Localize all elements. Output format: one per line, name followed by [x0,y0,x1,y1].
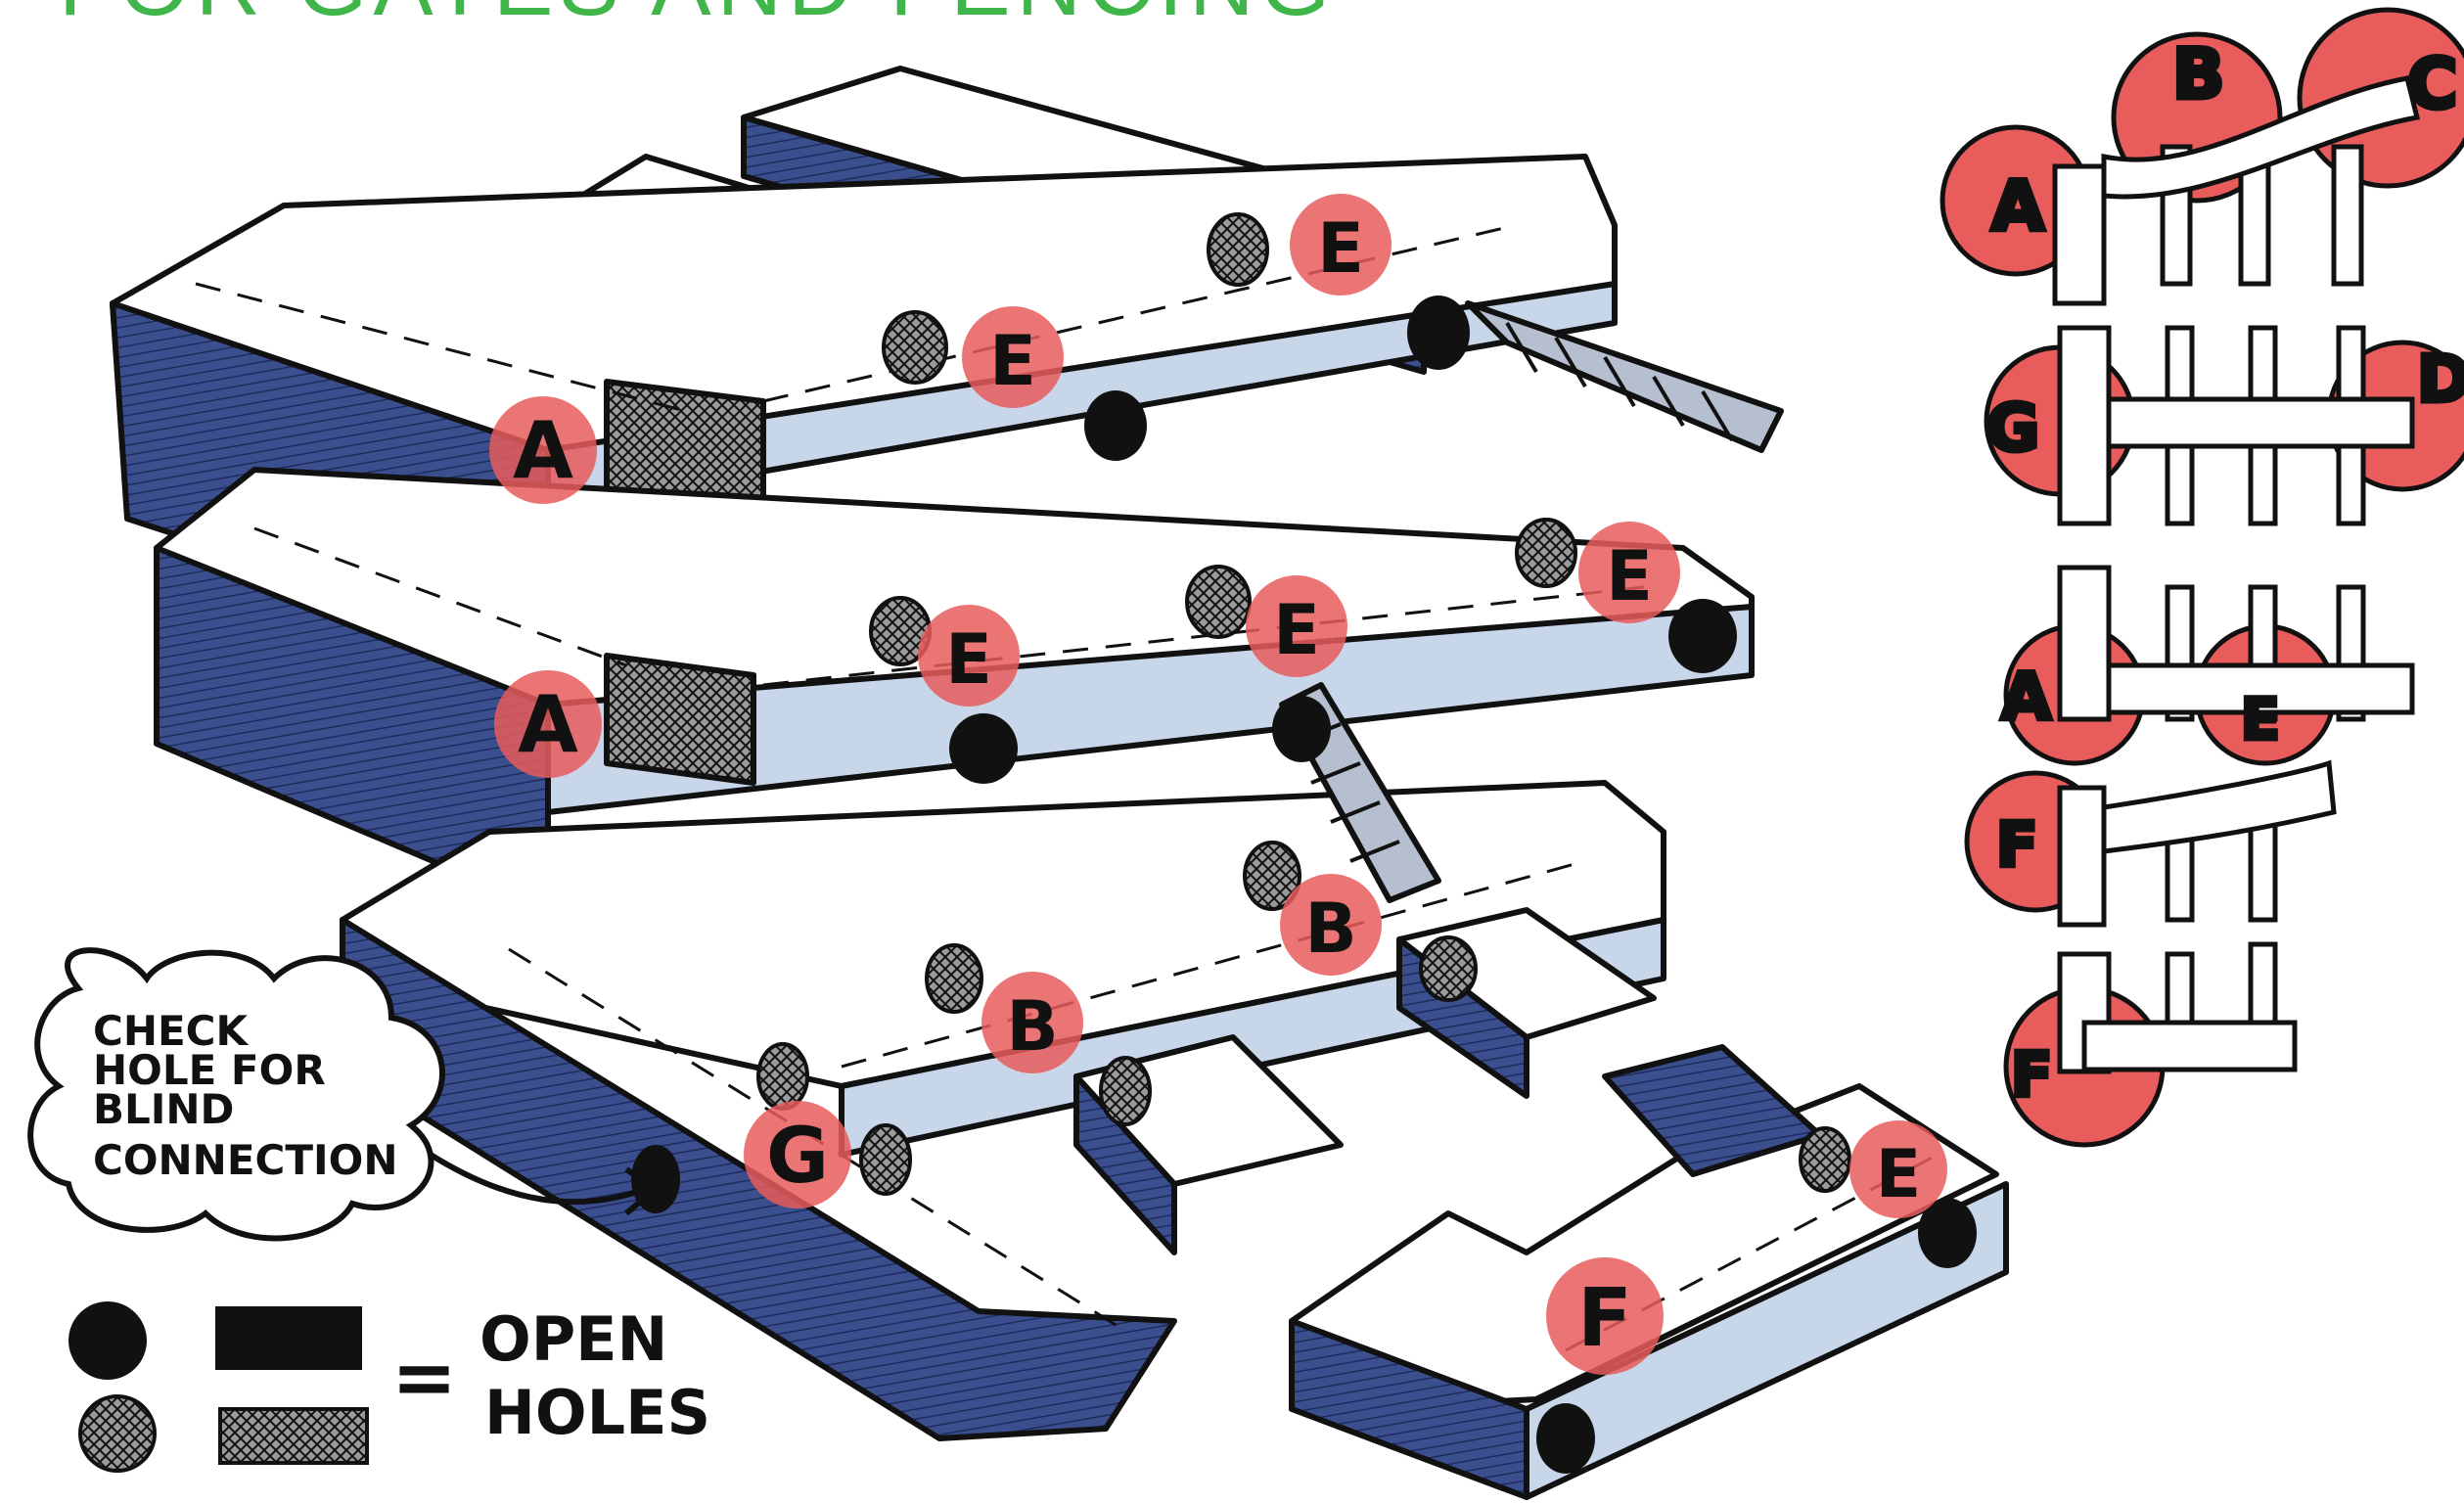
marker-e-2: E [1290,194,1392,296]
joint-marker-label: A [518,679,578,770]
corner-l-piece [1292,1047,2006,1497]
legend-equals: = [391,1332,457,1423]
detail-row-4: F [1967,763,2334,925]
side-detail: A B C G D A E [1942,10,2464,1145]
legend-open-hole-slot [215,1306,362,1370]
joint-marker-label: F [2011,1039,2052,1111]
joint-marker-label: E [1606,536,1653,616]
joint-marker-label: A [513,405,573,496]
legend-label-line-1: OPEN [479,1303,667,1375]
joint-marker-label: E [1876,1136,1921,1213]
marker-e-6: E [1849,1120,1947,1218]
joint-marker-label: G [766,1113,829,1201]
legend-label-line-2: HOLES [484,1377,710,1448]
joint-marker-label: A [2001,660,2051,735]
marker-a-middle: A [494,670,602,778]
drill-bit-upper [1468,303,1781,450]
joint-marker-label: E [2241,686,2280,752]
marker-a-top: A [489,396,597,504]
marker-e-3: E [918,605,1020,706]
joint-marker-label: D [2417,342,2464,417]
joint-marker-label: G [1986,390,2039,466]
joint-marker-label: B [1304,889,1356,969]
joint-marker-label: F [1996,809,2037,881]
callout-line-3: BLIND [93,1085,234,1133]
joint-marker-label: C [2407,44,2457,124]
marker-e-1: E [962,306,1064,408]
main-assembly [113,68,2006,1497]
callout-line-4: CONNECTION [93,1136,397,1184]
joint-marker-label: E [1273,590,1320,670]
joint-marker-label: F [1577,1272,1632,1365]
marker-e-5: E [1578,522,1680,623]
marker-g: G [744,1101,851,1208]
legend-plugged-hole-slot [220,1409,367,1463]
legend: = OPEN HOLES [68,1301,710,1471]
detail-row-1: A B C [1942,10,2464,303]
joint-marker-label: B [2172,34,2224,114]
marker-f: F [1546,1257,1664,1375]
joint-marker-label: B [1006,986,1058,1067]
legend-open-hole-round [68,1301,147,1380]
marker-b-2: B [981,972,1083,1073]
joint-marker-label: E [989,321,1036,401]
marker-e-4: E [1246,575,1347,677]
marker-b-1: B [1280,874,1382,976]
joint-marker-label: E [945,619,992,700]
detail-row-2: G D [1986,328,2464,524]
joint-marker-label: A [1991,166,2044,247]
legend-plugged-hole-round [80,1396,155,1471]
joint-marker-label: E [1317,208,1364,289]
detail-row-3: A E [2001,568,2412,763]
detail-row-5: F [2006,944,2295,1145]
